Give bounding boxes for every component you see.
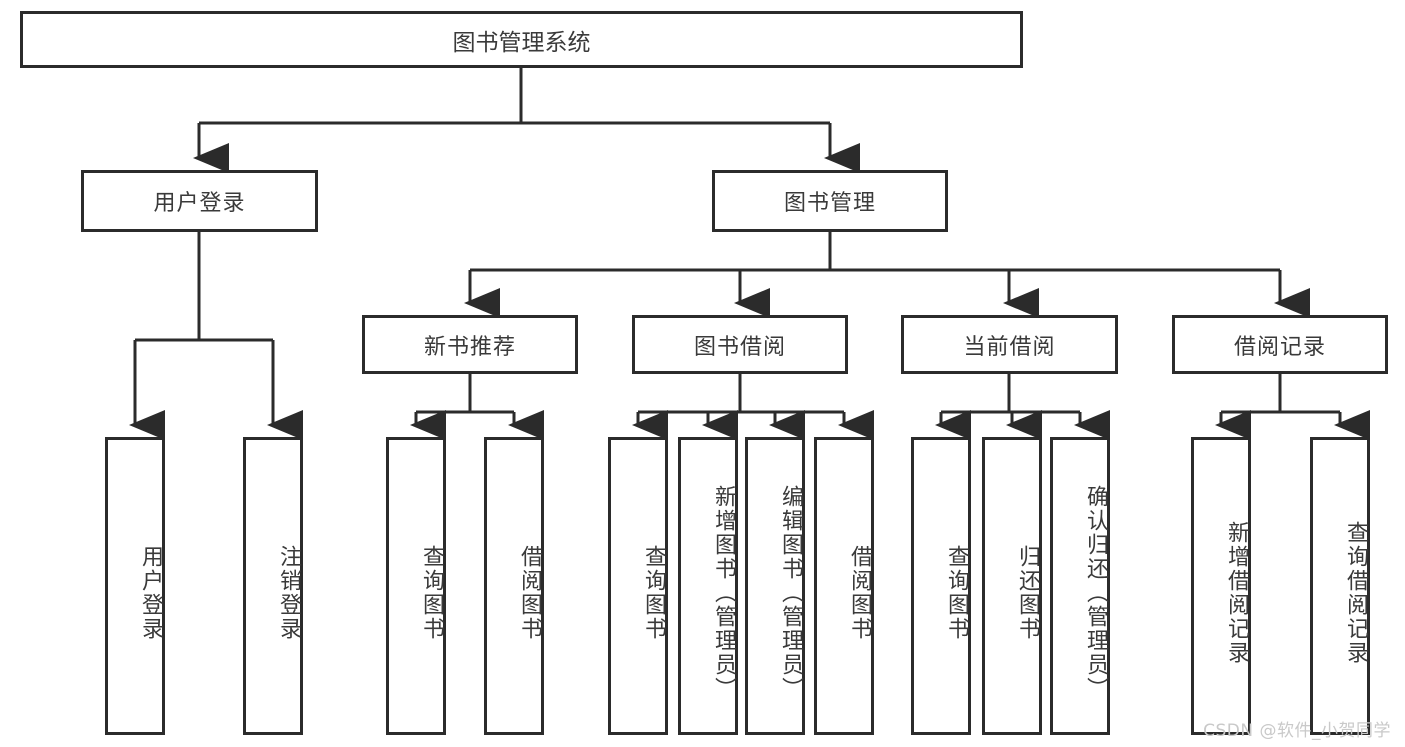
node-leaf-borrow-book-1[interactable]: 借阅图书: [484, 437, 544, 735]
node-leaf-add-borrow-record-label: 新增借阅记录: [1224, 521, 1249, 665]
watermark: CSDN @软件_小贺同学: [1203, 721, 1391, 741]
node-leaf-return-book-label: 归还图书: [1015, 545, 1040, 641]
node-leaf-borrow-book-2[interactable]: 借阅图书: [814, 437, 874, 735]
node-leaf-logout-login[interactable]: 注销登录: [243, 437, 303, 735]
node-leaf-confirm-return-label: 确认归还（管理员）: [1083, 485, 1108, 701]
node-leaf-query-book-1[interactable]: 查询图书: [386, 437, 446, 735]
node-leaf-edit-book-admin-label: 编辑图书（管理员）: [778, 485, 803, 701]
node-leaf-query-book-3-label: 查询图书: [944, 545, 969, 641]
node-borrow-record[interactable]: 借阅记录: [1172, 315, 1388, 374]
node-book-management[interactable]: 图书管理: [712, 170, 948, 232]
node-current-borrow[interactable]: 当前借阅: [901, 315, 1118, 374]
node-leaf-user-login-label: 用户登录: [138, 545, 163, 641]
node-root-label: 图书管理系统: [452, 29, 591, 56]
node-leaf-add-book-admin-label: 新增图书（管理员）: [711, 485, 736, 701]
node-leaf-query-book-3[interactable]: 查询图书: [911, 437, 971, 735]
node-leaf-logout-login-label: 注销登录: [276, 545, 301, 641]
node-leaf-borrow-book-2-label: 借阅图书: [847, 545, 872, 641]
node-leaf-return-book[interactable]: 归还图书: [982, 437, 1042, 735]
node-book-management-label: 图书管理: [783, 191, 876, 216]
node-leaf-query-borrow-record-label: 查询借阅记录: [1343, 521, 1368, 665]
node-current-borrow-label: 当前借阅: [963, 334, 1056, 360]
node-new-book-recommend[interactable]: 新书推荐: [362, 315, 578, 374]
node-leaf-add-borrow-record[interactable]: 新增借阅记录: [1191, 437, 1251, 735]
node-user-login[interactable]: 用户登录: [81, 170, 318, 232]
node-leaf-query-book-2-label: 查询图书: [641, 545, 666, 641]
node-leaf-confirm-return[interactable]: 确认归还（管理员）: [1050, 437, 1110, 735]
node-root[interactable]: 图书管理系统: [20, 11, 1023, 68]
node-leaf-query-book-2[interactable]: 查询图书: [608, 437, 668, 735]
node-book-borrow-label: 图书借阅: [693, 334, 786, 360]
node-book-borrow[interactable]: 图书借阅: [632, 315, 848, 374]
node-leaf-add-book-admin[interactable]: 新增图书（管理员）: [678, 437, 738, 735]
node-leaf-borrow-book-1-label: 借阅图书: [517, 545, 542, 641]
node-leaf-user-login[interactable]: 用户登录: [105, 437, 165, 735]
node-leaf-edit-book-admin[interactable]: 编辑图书（管理员）: [745, 437, 805, 735]
node-leaf-query-book-1-label: 查询图书: [419, 545, 444, 641]
node-user-login-label: 用户登录: [153, 191, 246, 216]
node-leaf-query-borrow-record[interactable]: 查询借阅记录: [1310, 437, 1370, 735]
node-borrow-record-label: 借阅记录: [1233, 334, 1326, 360]
node-new-book-recommend-label: 新书推荐: [423, 334, 516, 360]
